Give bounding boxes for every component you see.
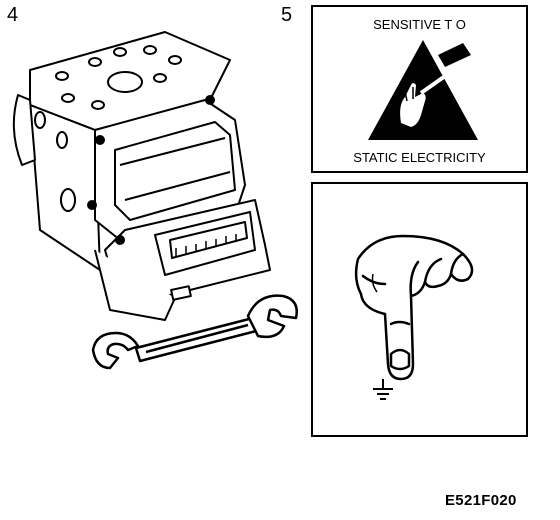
pointing-finger-icon: [354, 234, 474, 381]
esd-warning-panel: SENSITIVE T O STATIC ELECTRICITY: [311, 5, 528, 173]
grounding-instruction-panel: [311, 182, 528, 437]
figure-number-4: 4: [7, 4, 19, 26]
figure-number-5: 5: [281, 4, 293, 26]
esd-warning-line1: SENSITIVE T O: [373, 17, 466, 32]
abs-module-illustration: [12, 31, 271, 321]
ground-symbol-icon: [373, 379, 393, 400]
esd-warning-line2: STATIC ELECTRICITY: [353, 150, 486, 165]
figure-reference-code: E521F020: [445, 492, 517, 509]
esd-warning-triangle-icon: [368, 40, 478, 140]
wrench-icon: [91, 294, 298, 370]
